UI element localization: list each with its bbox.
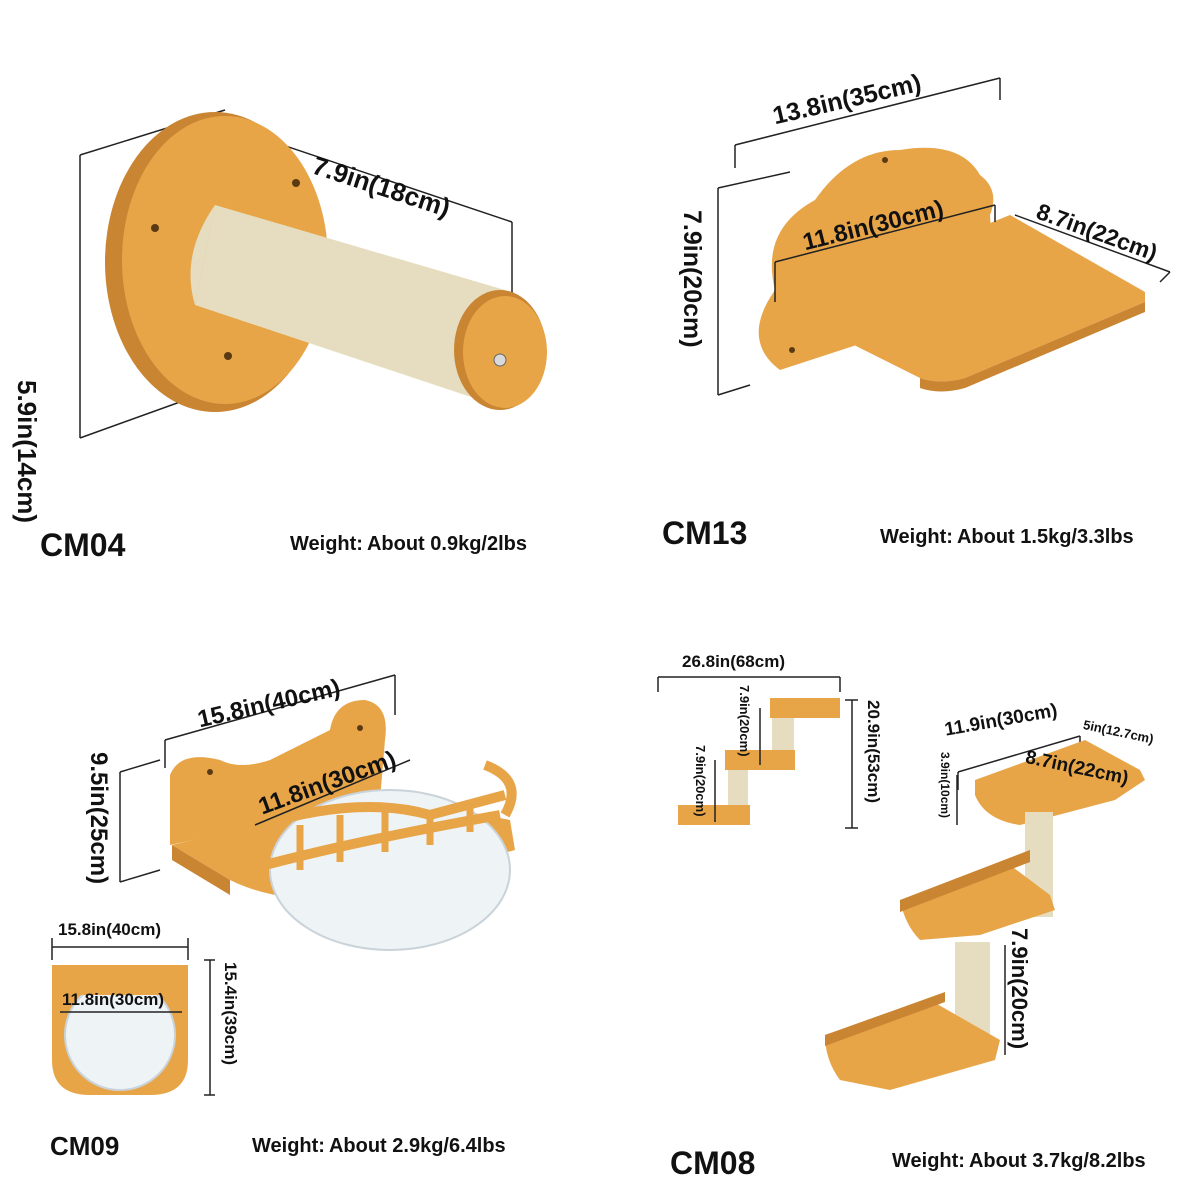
cm09-illustration bbox=[51, 674, 517, 1096]
cm08-step-upper-dim: 7.9in(20cm) bbox=[737, 685, 752, 757]
cm08-overall-width-dim: 26.8in(68cm) bbox=[682, 652, 785, 671]
weight-label: Weight: bbox=[880, 526, 953, 548]
weight-value: About 1.5kg/3.3lbs bbox=[956, 526, 1134, 548]
cm09-top-inner-dim: 11.8in(30cm) bbox=[62, 990, 165, 1009]
cm08-rim-height-dim: 3.9in(10cm) bbox=[938, 752, 952, 819]
cm09-top-depth-dim: 15.4in(39cm) bbox=[221, 962, 240, 1065]
cm08-code: CM08 bbox=[670, 1145, 756, 1181]
weight-label: Weight: bbox=[892, 1150, 965, 1172]
cm04-weight: Weight:About 0.9kg/2lbs bbox=[290, 533, 527, 556]
product-cm04: 7.9in(18cm) 5.9in(14cm) CM04 Weight:Abou… bbox=[0, 0, 600, 600]
weight-value: About 2.9kg/6.4lbs bbox=[328, 1135, 506, 1157]
cm13-weight: Weight:About 1.5kg/3.3lbs bbox=[880, 526, 1134, 549]
cm04-code: CM04 bbox=[40, 527, 126, 563]
weight-label: Weight: bbox=[290, 533, 363, 555]
cm13-code: CM13 bbox=[662, 515, 748, 551]
cm09-weight: Weight:About 2.9kg/6.4lbs bbox=[252, 1135, 506, 1158]
cm04-height-dim: 5.9in(14cm) bbox=[12, 380, 42, 524]
product-cm09: 15.8in(40cm) 11.8in(30cm) 9.5in(25cm) 15… bbox=[0, 600, 600, 1200]
weight-value: About 0.9kg/2lbs bbox=[366, 533, 527, 555]
product-cm13: 13.8in(35cm) 11.8in(30cm) 8.7in(22cm) 7.… bbox=[600, 0, 1200, 600]
cm09-top-width-dim: 15.8in(40cm) bbox=[58, 920, 161, 939]
cm04-illustration bbox=[79, 109, 547, 439]
weight-value: About 3.7kg/8.2lbs bbox=[968, 1150, 1146, 1172]
product-cm08: 26.8in(68cm) 7.9in(20cm) 7.9in(20cm) 20.… bbox=[600, 600, 1200, 1200]
cm08-illustration bbox=[657, 676, 1145, 1090]
cm08-step-lower-dim: 7.9in(20cm) bbox=[693, 745, 708, 817]
cm08-post-height-dim: 7.9in(20cm) bbox=[1007, 928, 1032, 1050]
cm13-illustration bbox=[717, 77, 1171, 396]
cm08-overall-height-dim: 20.9in(53cm) bbox=[864, 700, 883, 803]
cm09-code: CM09 bbox=[50, 1131, 120, 1161]
weight-label: Weight: bbox=[252, 1135, 325, 1157]
cm08-weight: Weight:About 3.7kg/8.2lbs bbox=[892, 1150, 1146, 1173]
cm09-height-dim: 9.5in(25cm) bbox=[85, 752, 112, 885]
cm13-height-dim: 7.9in(20cm) bbox=[678, 210, 706, 348]
